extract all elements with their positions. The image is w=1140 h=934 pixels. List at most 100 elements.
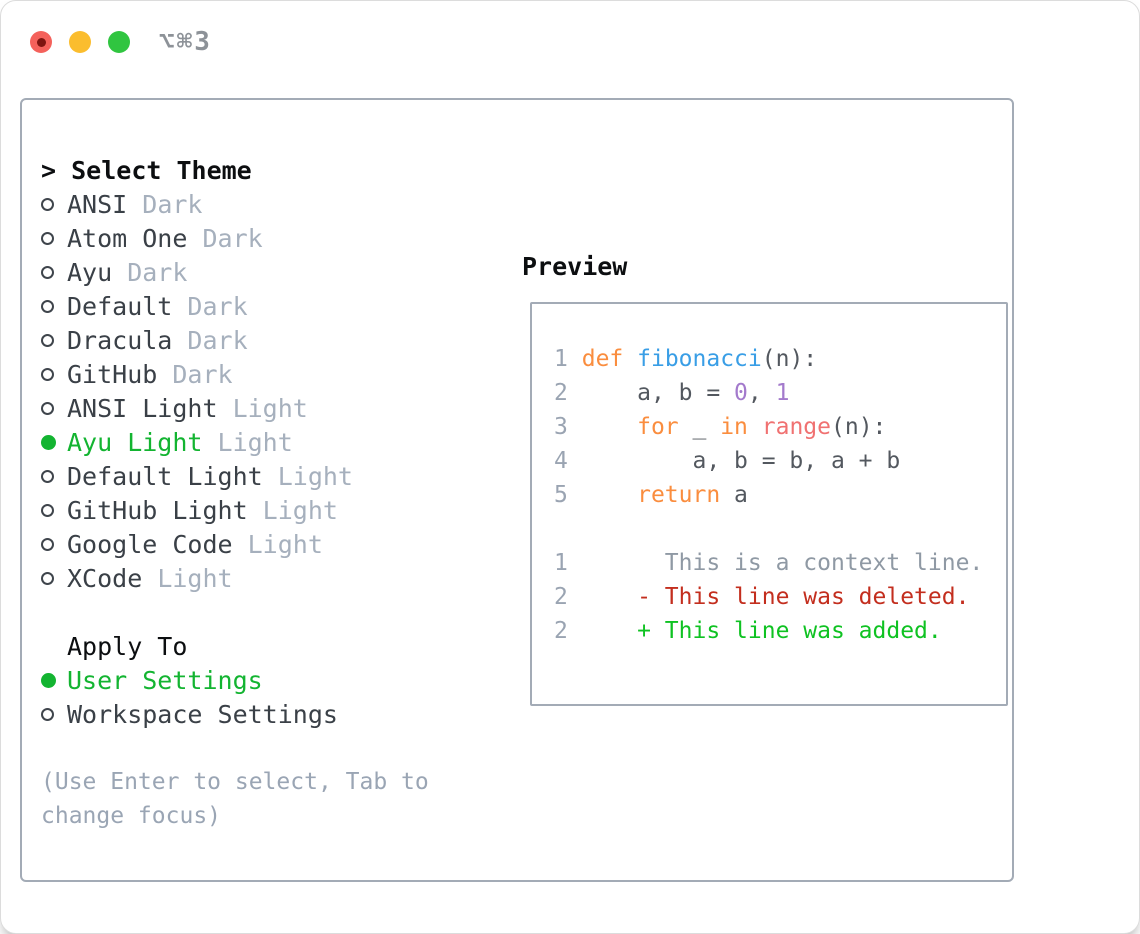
code-segment: for [637, 414, 679, 440]
code-segment: return [637, 482, 721, 508]
radio-unselected-icon [41, 333, 54, 347]
unsaved-dot-icon [36, 37, 46, 47]
code-segment: a, b = b, a + b [567, 448, 901, 474]
code-segment: fibonacci [637, 346, 762, 372]
line-number: 1 [554, 346, 568, 372]
line-number: 1 [554, 550, 568, 576]
theme-variant: Dark [127, 189, 203, 219]
code-segment: def [581, 346, 624, 372]
code-segment [568, 618, 637, 644]
theme-option-ansi-light-light[interactable]: ANSI Light Light [41, 391, 429, 425]
radio-unselected-icon [41, 265, 54, 279]
theme-option-default-dark[interactable]: Default Dark [41, 289, 429, 323]
code-line: 4 a, b = b, a + b [554, 444, 1006, 478]
code-line: 1 def fibonacci(n): [554, 342, 1006, 376]
theme-name: GitHub [67, 359, 158, 389]
theme-name: Atom One [67, 223, 188, 253]
radio-selected-icon [41, 672, 56, 688]
theme-option-ansi-dark[interactable]: ANSI Dark [41, 187, 429, 221]
theme-variant: Dark [112, 257, 188, 287]
code-segment [568, 346, 582, 372]
code-segment: (n): [761, 346, 818, 372]
radio-unselected-icon [41, 707, 54, 721]
radio-unselected-icon [41, 401, 54, 415]
theme-name: Default Light [67, 461, 263, 491]
apply-option-workspace-settings[interactable]: Workspace Settings [41, 697, 429, 731]
theme-name: XCode [67, 563, 143, 593]
code-segment [568, 482, 637, 508]
code-segment [623, 346, 637, 372]
theme-variant: Dark [172, 291, 248, 321]
line-number: 5 [554, 482, 568, 508]
theme-option-github-light-light[interactable]: GitHub Light Light [41, 493, 429, 527]
code-line: 2 + This line was added. [554, 614, 1006, 648]
code-segment: _ [678, 414, 721, 440]
apply-option-label: Workspace Settings [67, 699, 338, 729]
radio-unselected-icon [41, 469, 54, 483]
theme-name: Ayu [67, 257, 113, 287]
spacer [41, 731, 429, 765]
radio-unselected-icon [41, 231, 54, 245]
line-number: 3 [554, 414, 568, 440]
line-number: 2 [554, 618, 568, 644]
theme-variant: Light [262, 461, 353, 491]
hint-line: (Use Enter to select, Tab to [41, 769, 429, 795]
theme-variant: Light [142, 563, 233, 593]
theme-option-google-code-light[interactable]: Google Code Light [41, 527, 429, 561]
code-segment [748, 414, 762, 440]
focus-caret: > [41, 155, 72, 185]
theme-option-github-dark[interactable]: GitHub Dark [41, 357, 429, 391]
close-button[interactable] [30, 31, 52, 53]
radio-unselected-icon [41, 367, 54, 381]
theme-variant: Dark [172, 325, 248, 355]
theme-option-ayu-dark[interactable]: Ayu Dark [41, 255, 429, 289]
spacer [41, 595, 429, 629]
theme-variant: Dark [157, 359, 233, 389]
theme-name: Google Code [67, 529, 233, 559]
window-shortcut-label: ⌥⌘3 [159, 27, 212, 57]
titlebar: ⌥⌘3 [30, 27, 212, 57]
preview-title: Preview [522, 252, 628, 281]
code-line: 2 - This line was deleted. [554, 580, 1006, 614]
theme-name: Ayu Light [67, 427, 203, 457]
code-segment: This is a context line. [567, 550, 984, 576]
code-line [554, 512, 1006, 546]
minimize-button[interactable] [69, 31, 91, 53]
code-segment [568, 584, 637, 610]
code-segment: + This line was added. [637, 618, 942, 644]
theme-name: GitHub Light [67, 495, 248, 525]
radio-unselected-icon [41, 537, 54, 551]
theme-option-atom-one-dark[interactable]: Atom One Dark [41, 221, 429, 255]
line-number: 4 [554, 448, 568, 474]
theme-option-dracula-dark[interactable]: Dracula Dark [41, 323, 429, 357]
theme-option-default-light-light[interactable]: Default Light Light [41, 459, 429, 493]
select-theme-header: > Select Theme [41, 153, 429, 187]
code-segment: a, b = [567, 380, 735, 406]
code-line: 1 This is a context line. [554, 546, 1006, 580]
theme-variant: Light [232, 529, 323, 559]
code-segment: - This line was deleted. [637, 584, 970, 610]
code-segment: 0 [734, 380, 748, 406]
apply-option-user-settings[interactable]: User Settings [41, 663, 429, 697]
code-segment: , [747, 380, 776, 406]
theme-name: ANSI Light [67, 393, 218, 423]
theme-name: Default [67, 291, 173, 321]
radio-unselected-icon [41, 503, 54, 517]
theme-variant: Light [202, 427, 293, 457]
zoom-button[interactable] [108, 31, 130, 53]
theme-option-ayu-light-light[interactable]: Ayu Light Light [41, 425, 429, 459]
code-segment: 1 [775, 380, 790, 406]
line-number: 2 [554, 380, 568, 406]
apply-to-header: Apply To [67, 631, 188, 661]
theme-name: Dracula [67, 325, 173, 355]
select-theme-title: Select Theme [71, 155, 252, 185]
code-line: 3 for _ in range(n): [554, 410, 1006, 444]
code-line: 2 a, b = 0, 1 [554, 376, 1006, 410]
theme-option-xcode-light[interactable]: XCode Light [41, 561, 429, 595]
